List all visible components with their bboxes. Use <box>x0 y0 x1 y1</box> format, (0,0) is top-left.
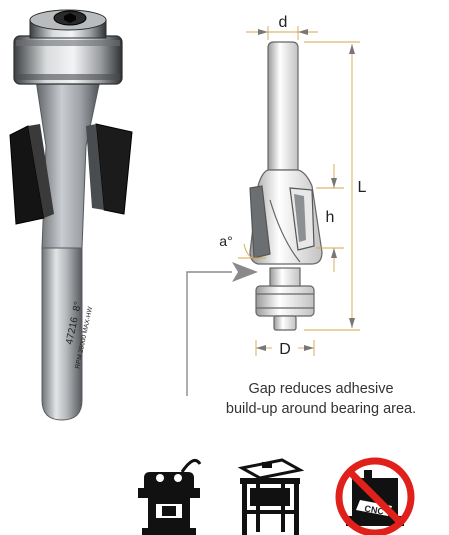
callout-line-1: Gap reduces adhesive <box>248 381 394 397</box>
handheld-router-icon <box>138 458 202 535</box>
engraving-angle: 8° <box>71 301 84 313</box>
dimension-label-h: h <box>326 209 335 226</box>
cnc-label: CNC <box>364 503 385 516</box>
dimension-arrowheads <box>256 29 355 351</box>
dimension-label-d: d <box>279 14 288 31</box>
router-bit-photo: 47216 8° RPM 28000 MAX-HW <box>9 9 133 421</box>
callout-line-2: build-up around bearing area. <box>225 401 417 417</box>
prohibited-slash <box>346 468 404 526</box>
callout-text: Gap reduces adhesive build-up around bea… <box>196 379 446 419</box>
router-table-icon <box>237 458 305 535</box>
callout-connector <box>186 262 258 396</box>
router-bit-line-drawing <box>249 41 323 331</box>
dimension-label-L: L <box>358 179 367 196</box>
callout-arrow-icon <box>232 262 258 282</box>
dimension-label-angle: a° <box>219 233 232 249</box>
dimension-label-D: D <box>279 341 291 358</box>
cnc-prohibited-icon: CNC <box>335 457 415 535</box>
